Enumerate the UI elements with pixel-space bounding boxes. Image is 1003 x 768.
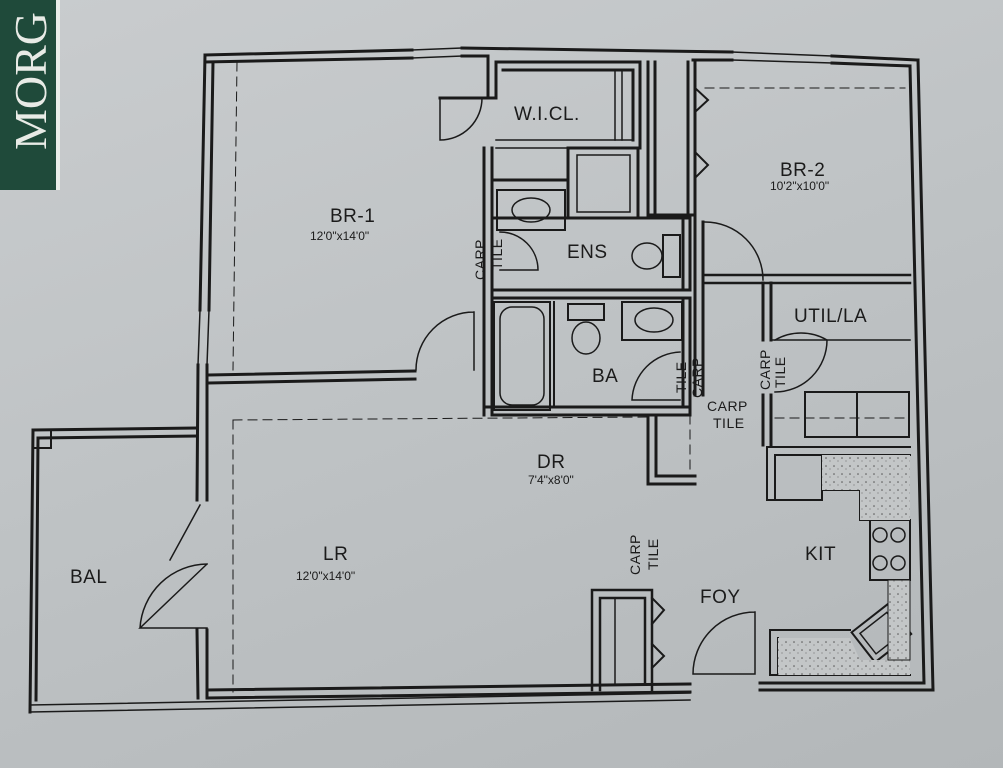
lr-label: LR [323, 544, 348, 565]
carp-label-ens: CARP [472, 239, 488, 280]
kitchen-counters [778, 455, 911, 675]
door-swings [138, 86, 828, 675]
ba-label: BA [592, 366, 618, 387]
wicl-label: W.I.CL. [514, 104, 580, 125]
br2-dims: 10'2"x10'0" [770, 179, 829, 193]
bal-label: BAL [70, 567, 107, 588]
lr-dims: 12'0"x14'0" [296, 569, 355, 583]
br2-label: BR-2 [780, 160, 825, 181]
interior-walls [207, 54, 913, 692]
dr-label: DR [537, 452, 565, 473]
tile-label-ba: TILE [673, 361, 689, 393]
br1-dims: 12'0"x14'0" [310, 229, 369, 243]
carp-label-ba: CARP [689, 357, 705, 398]
dr-dims: 7'4"x8'0" [528, 473, 574, 487]
foy-label: FOY [700, 587, 741, 608]
carp-label-util: CARP [757, 349, 773, 390]
util-label: UTIL/LA [794, 306, 867, 327]
br1-label: BR-1 [330, 206, 375, 227]
flooring-labels: CARP TILE TILE CARP CARP TILE CARP TILE … [472, 238, 788, 575]
carp-label-hall: CARP [707, 398, 748, 414]
room-labels: BR-1 12'0"x14'0" W.I.CL. BR-2 10'2"x10'0… [70, 104, 867, 608]
tile-label-foy: TILE [645, 538, 661, 570]
logo: MORG [0, 0, 60, 190]
dashed-lines [232, 61, 911, 693]
tile-label-hall: TILE [713, 415, 745, 431]
ens-label: ENS [567, 242, 608, 263]
tile-label-ens: TILE [489, 238, 505, 270]
carp-label-foy: CARP [627, 534, 643, 575]
outer-walls [28, 46, 935, 714]
logo-text: MORG [5, 12, 56, 150]
kit-label: KIT [805, 544, 836, 565]
tile-label-util: TILE [772, 356, 788, 388]
